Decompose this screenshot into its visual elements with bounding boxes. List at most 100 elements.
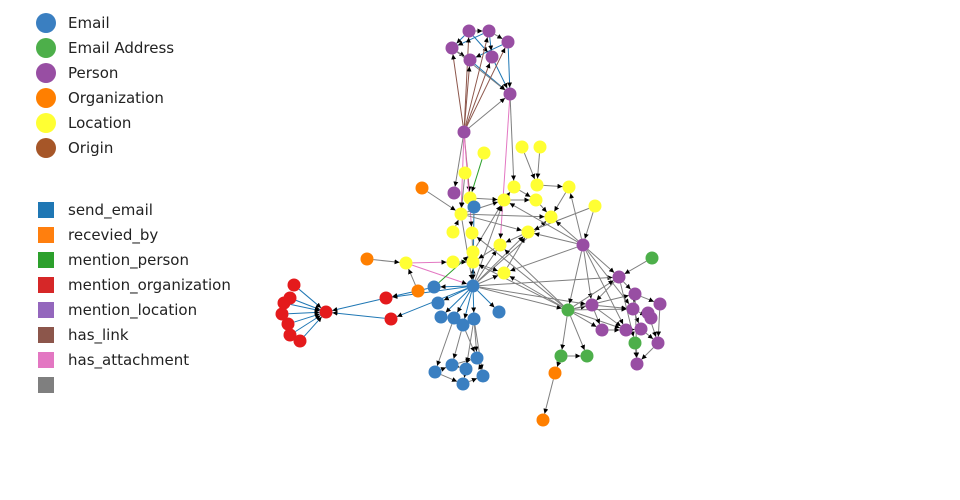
node-Y2[interactable] (515, 140, 529, 154)
legend-dot-icon (36, 12, 56, 33)
node-Q1[interactable] (576, 238, 590, 252)
edge-B5-B11 (436, 323, 453, 367)
node-P1[interactable] (462, 24, 476, 38)
node-Y22[interactable] (399, 256, 413, 270)
node-P5[interactable] (463, 53, 477, 67)
node-G0[interactable] (561, 303, 575, 317)
node-Y21[interactable] (497, 266, 511, 280)
node-Y13[interactable] (588, 199, 602, 213)
legend-item-email[interactable]: Email (36, 10, 174, 35)
node-G1[interactable] (645, 251, 659, 265)
legend-item-other[interactable] (38, 372, 231, 397)
legend-dot-icon (36, 87, 56, 108)
node-R1[interactable] (287, 278, 301, 292)
legend-swatch-icon (38, 276, 54, 293)
node-Q6[interactable] (626, 302, 640, 316)
legend-item-person[interactable]: Person (36, 60, 174, 85)
node-Y17[interactable] (493, 238, 507, 252)
node-B9[interactable] (445, 358, 459, 372)
edge-P2-P3 (494, 33, 503, 40)
node-Y19[interactable] (446, 255, 460, 269)
legend-item-mention_location[interactable]: mention_location (38, 297, 231, 322)
node-B7[interactable] (467, 312, 481, 326)
legend-item-email_address[interactable]: Email Address (36, 35, 174, 60)
edge-B7-B10 (473, 325, 479, 352)
node-O4[interactable] (548, 366, 562, 380)
node-B6[interactable] (456, 318, 470, 332)
node-B1[interactable] (467, 200, 481, 214)
legend-item-recevied_by[interactable]: recevied_by (38, 222, 231, 247)
node-B12[interactable] (459, 362, 473, 376)
edge-B0-B3 (443, 288, 468, 301)
node-Y12[interactable] (544, 210, 558, 224)
node-O5[interactable] (536, 413, 550, 427)
legend-item-mention_person[interactable]: mention_person (38, 247, 231, 272)
node-B11[interactable] (428, 365, 442, 379)
node-P7[interactable] (503, 87, 517, 101)
node-Y1[interactable] (477, 146, 491, 160)
legend-swatch-icon (38, 251, 54, 268)
node-B10[interactable] (470, 351, 484, 365)
node-Y15[interactable] (465, 226, 479, 240)
node-Q8[interactable] (595, 323, 609, 337)
legend-item-origin[interactable]: Origin (36, 135, 174, 160)
edge-P8-P5 (464, 66, 472, 126)
node-P8[interactable] (457, 125, 471, 139)
node-B4[interactable] (434, 310, 448, 324)
node-P4[interactable] (445, 41, 459, 55)
node-Q4[interactable] (653, 297, 667, 311)
node-R5[interactable] (281, 317, 295, 331)
node-O2[interactable] (360, 252, 374, 266)
node-Y8[interactable] (530, 178, 544, 192)
legend-item-organization[interactable]: Organization (36, 85, 174, 110)
node-Y16[interactable] (521, 225, 535, 239)
node-R3[interactable] (277, 296, 291, 310)
node-Y11[interactable] (529, 193, 543, 207)
node-Q3[interactable] (628, 287, 642, 301)
node-R8[interactable] (379, 291, 393, 305)
legend-item-send_email[interactable]: send_email (38, 197, 231, 222)
node-Q13[interactable] (630, 357, 644, 371)
node-R7[interactable] (293, 334, 307, 348)
node-B3[interactable] (431, 296, 445, 310)
node-B0[interactable] (466, 279, 480, 293)
node-Q2[interactable] (612, 270, 626, 284)
legend-item-mention_organization[interactable]: mention_organization (38, 272, 231, 297)
node-Y9[interactable] (562, 180, 576, 194)
node-P3[interactable] (501, 35, 515, 49)
node-G4[interactable] (628, 336, 642, 350)
legend-item-has_attachment[interactable]: has_attachment (38, 347, 231, 372)
legend-item-location[interactable]: Location (36, 110, 174, 135)
node-Y20[interactable] (466, 255, 480, 269)
node-B2[interactable] (427, 280, 441, 294)
node-Q9[interactable] (619, 323, 633, 337)
legend-item-has_link[interactable]: has_link (38, 322, 231, 347)
node-Q10[interactable] (634, 322, 648, 336)
node-Y6[interactable] (454, 207, 468, 221)
node-Y3[interactable] (533, 140, 547, 154)
node-R6[interactable] (283, 328, 297, 342)
node-Q5[interactable] (585, 298, 599, 312)
node-P9[interactable] (447, 186, 461, 200)
node-Y10[interactable] (497, 193, 511, 207)
node-G2[interactable] (554, 349, 568, 363)
node-Y7[interactable] (507, 180, 521, 194)
node-R9[interactable] (384, 312, 398, 326)
node-R4[interactable] (275, 307, 289, 321)
node-O3[interactable] (411, 284, 425, 298)
edge-R6-R0 (295, 315, 321, 332)
node-Y14[interactable] (446, 225, 460, 239)
node-P2[interactable] (482, 24, 496, 38)
node-Q12[interactable] (651, 336, 665, 350)
node-Q11[interactable] (641, 306, 655, 320)
node-B5[interactable] (447, 311, 461, 325)
node-Y4[interactable] (458, 166, 472, 180)
node-B14[interactable] (456, 377, 470, 391)
node-B8[interactable] (492, 305, 506, 319)
node-P6[interactable] (485, 50, 499, 64)
node-Y18[interactable] (466, 245, 480, 259)
node-G3[interactable] (580, 349, 594, 363)
node-B13[interactable] (476, 369, 490, 383)
node-R0[interactable] (319, 305, 333, 319)
node-O1[interactable] (415, 181, 429, 195)
